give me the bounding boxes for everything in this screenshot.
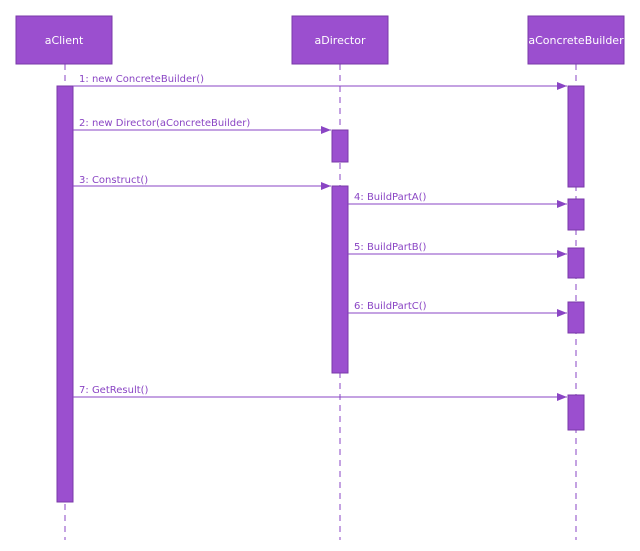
- message-5-number: 5: [354, 242, 360, 253]
- message-1-number: 1: [79, 74, 85, 85]
- message-5-text: BuildPartB(): [367, 242, 427, 253]
- lifeline-builder[interactable]: aConcreteBuilder: [527, 15, 625, 65]
- message-2-number: 2: [79, 118, 85, 129]
- lifeline-builder-box[interactable]: [527, 15, 625, 65]
- message-2[interactable]: 2: new Director(aConcreteBuilder): [73, 118, 331, 134]
- lifeline-client[interactable]: aClient: [15, 15, 113, 65]
- activation-builder-4[interactable]: [567, 301, 585, 334]
- message-7-label: 7: GetResult(): [79, 385, 149, 396]
- activation-director-2[interactable]: [331, 185, 349, 374]
- message-2-text: new Director(aConcreteBuilder): [92, 118, 250, 129]
- activation-client[interactable]: [56, 85, 74, 503]
- message-6[interactable]: 6: BuildPartC(): [348, 301, 567, 317]
- message-1[interactable]: 1: new ConcreteBuilder(): [73, 74, 567, 90]
- message-6-label: 6: BuildPartC(): [354, 301, 427, 312]
- message-4-label: 4: BuildPartA(): [354, 192, 427, 203]
- message-6-number: 6: [354, 301, 360, 312]
- activation-builder-2[interactable]: [567, 198, 585, 231]
- message-7-number: 7: [79, 385, 85, 396]
- lifeline-director-box[interactable]: [291, 15, 389, 65]
- lifeline-builder-label: aConcreteBuilder: [528, 34, 624, 47]
- message-7[interactable]: 7: GetResult(): [73, 385, 567, 401]
- message-6-text: BuildPartC(): [367, 301, 427, 312]
- message-3-label: 3: Construct(): [79, 175, 148, 186]
- message-4-text: BuildPartA(): [367, 192, 427, 203]
- message-5-label: 5: BuildPartB(): [354, 242, 427, 253]
- message-3[interactable]: 3: Construct(): [73, 175, 331, 190]
- message-4-number: 4: [354, 192, 360, 203]
- lifeline-client-label: aClient: [45, 34, 84, 47]
- message-2-label: 2: new Director(aConcreteBuilder): [79, 118, 250, 129]
- lifeline-director-label: aDirector: [315, 34, 366, 47]
- message-4[interactable]: 4: BuildPartA(): [348, 192, 567, 208]
- lifeline-director[interactable]: aDirector: [291, 15, 389, 65]
- activation-builder-3[interactable]: [567, 247, 585, 279]
- message-3-number: 3: [79, 175, 85, 186]
- activation-builder-5[interactable]: [567, 394, 585, 431]
- message-5[interactable]: 5: BuildPartB(): [348, 242, 567, 258]
- message-1-text: new ConcreteBuilder(): [92, 74, 204, 85]
- message-1-label: 1: new ConcreteBuilder(): [79, 74, 204, 85]
- activation-builder-1[interactable]: [567, 85, 585, 188]
- message-3-text: Construct(): [92, 175, 148, 186]
- activation-director-1[interactable]: [331, 129, 349, 163]
- message-7-text: GetResult(): [92, 385, 149, 396]
- lifeline-client-box[interactable]: [15, 15, 113, 65]
